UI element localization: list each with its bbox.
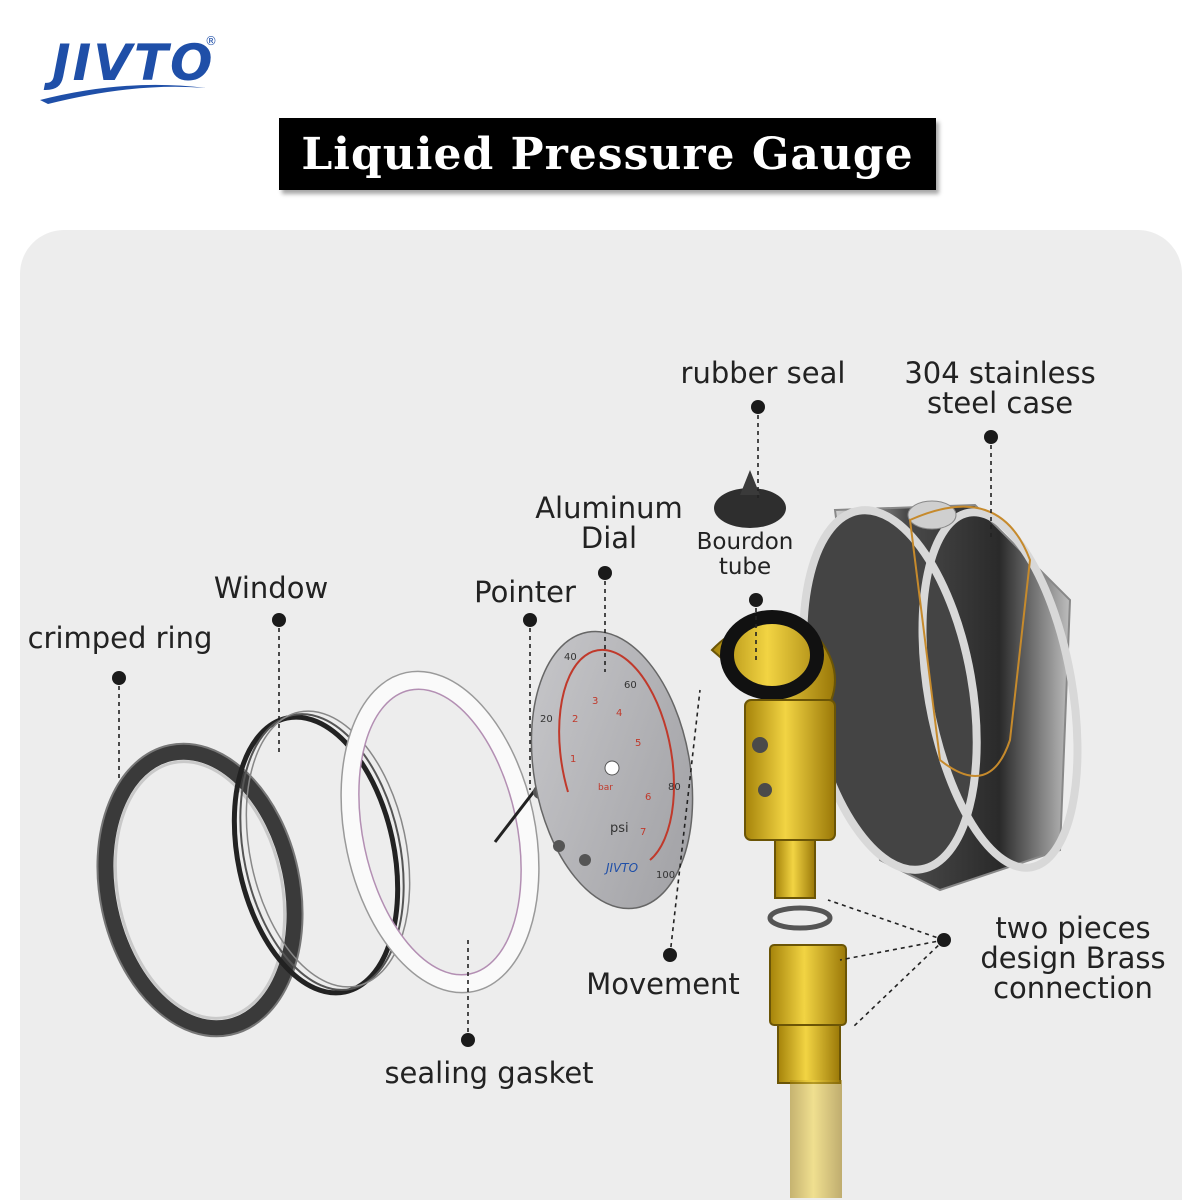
brand-name: JIVTO [52, 34, 215, 92]
dial-tick-label: 80 [668, 782, 681, 793]
crimped-ring-part [96, 742, 304, 1038]
label-case-line1: 304 stainless [904, 356, 1096, 390]
label-bourdon-line2: tube [718, 554, 772, 580]
window-part [231, 710, 411, 996]
sealing-gasket-part [340, 670, 540, 994]
label-case-line2: steel case [926, 386, 1074, 420]
dial-psi-unit: psi [610, 821, 629, 836]
movement-part [710, 610, 836, 899]
label-connection-line1: two pieces [995, 911, 1151, 945]
label-bourdon-line1: Bourdon [696, 529, 794, 555]
label-rubber-seal: rubber seal [680, 356, 846, 390]
dial-tick-label: 60 [624, 680, 637, 691]
dial-bar-scale: 1 2 3 4 5 6 7 [570, 696, 651, 838]
dial-tick-label: 3 [592, 696, 598, 707]
label-dial-line1: Aluminum [535, 491, 683, 525]
brand-logo [36, 30, 226, 110]
label-pointer: Pointer [474, 575, 576, 609]
brand-registered-mark: ® [205, 34, 217, 48]
dial-brand: JIVTO [604, 861, 638, 875]
dial-tick-label: 7 [640, 827, 646, 838]
label-connection-line2: design Brass [980, 941, 1166, 975]
dial-tick-label: 20 [540, 714, 553, 725]
dial-psi-scale: 20 40 60 80 100 [540, 652, 681, 881]
dial-tick-label: 5 [635, 738, 641, 749]
title-banner: Liquied Pressure Gauge [279, 118, 936, 190]
label-dial-line2: Dial [580, 521, 638, 555]
dial-tick-label: 1 [570, 754, 576, 765]
label-window: Window [213, 571, 329, 605]
page-title: Liquied Pressure Gauge [301, 128, 914, 180]
label-crimped-ring: crimped ring [27, 621, 213, 655]
label-connection-line3: connection [993, 971, 1153, 1005]
aluminum-dial-part [530, 630, 694, 910]
label-movement: Movement [586, 967, 740, 1001]
logo-swoosh-icon [40, 84, 206, 104]
callout-dots [112, 400, 998, 1047]
dial-tick-label: 40 [564, 652, 577, 663]
dial-tick-label: 2 [572, 714, 578, 725]
brass-connection-part [767, 905, 847, 1198]
dial-bar-unit: bar [598, 783, 613, 793]
label-sealing-gasket: sealing gasket [384, 1056, 594, 1090]
stainless-steel-case-part [799, 500, 1082, 892]
dial-tick-label: 6 [645, 792, 651, 803]
rubber-seal-part [714, 470, 786, 528]
dial-tick-label: 4 [616, 708, 622, 719]
dial-tick-label: 100 [656, 870, 675, 881]
callout-lines [118, 407, 992, 1040]
